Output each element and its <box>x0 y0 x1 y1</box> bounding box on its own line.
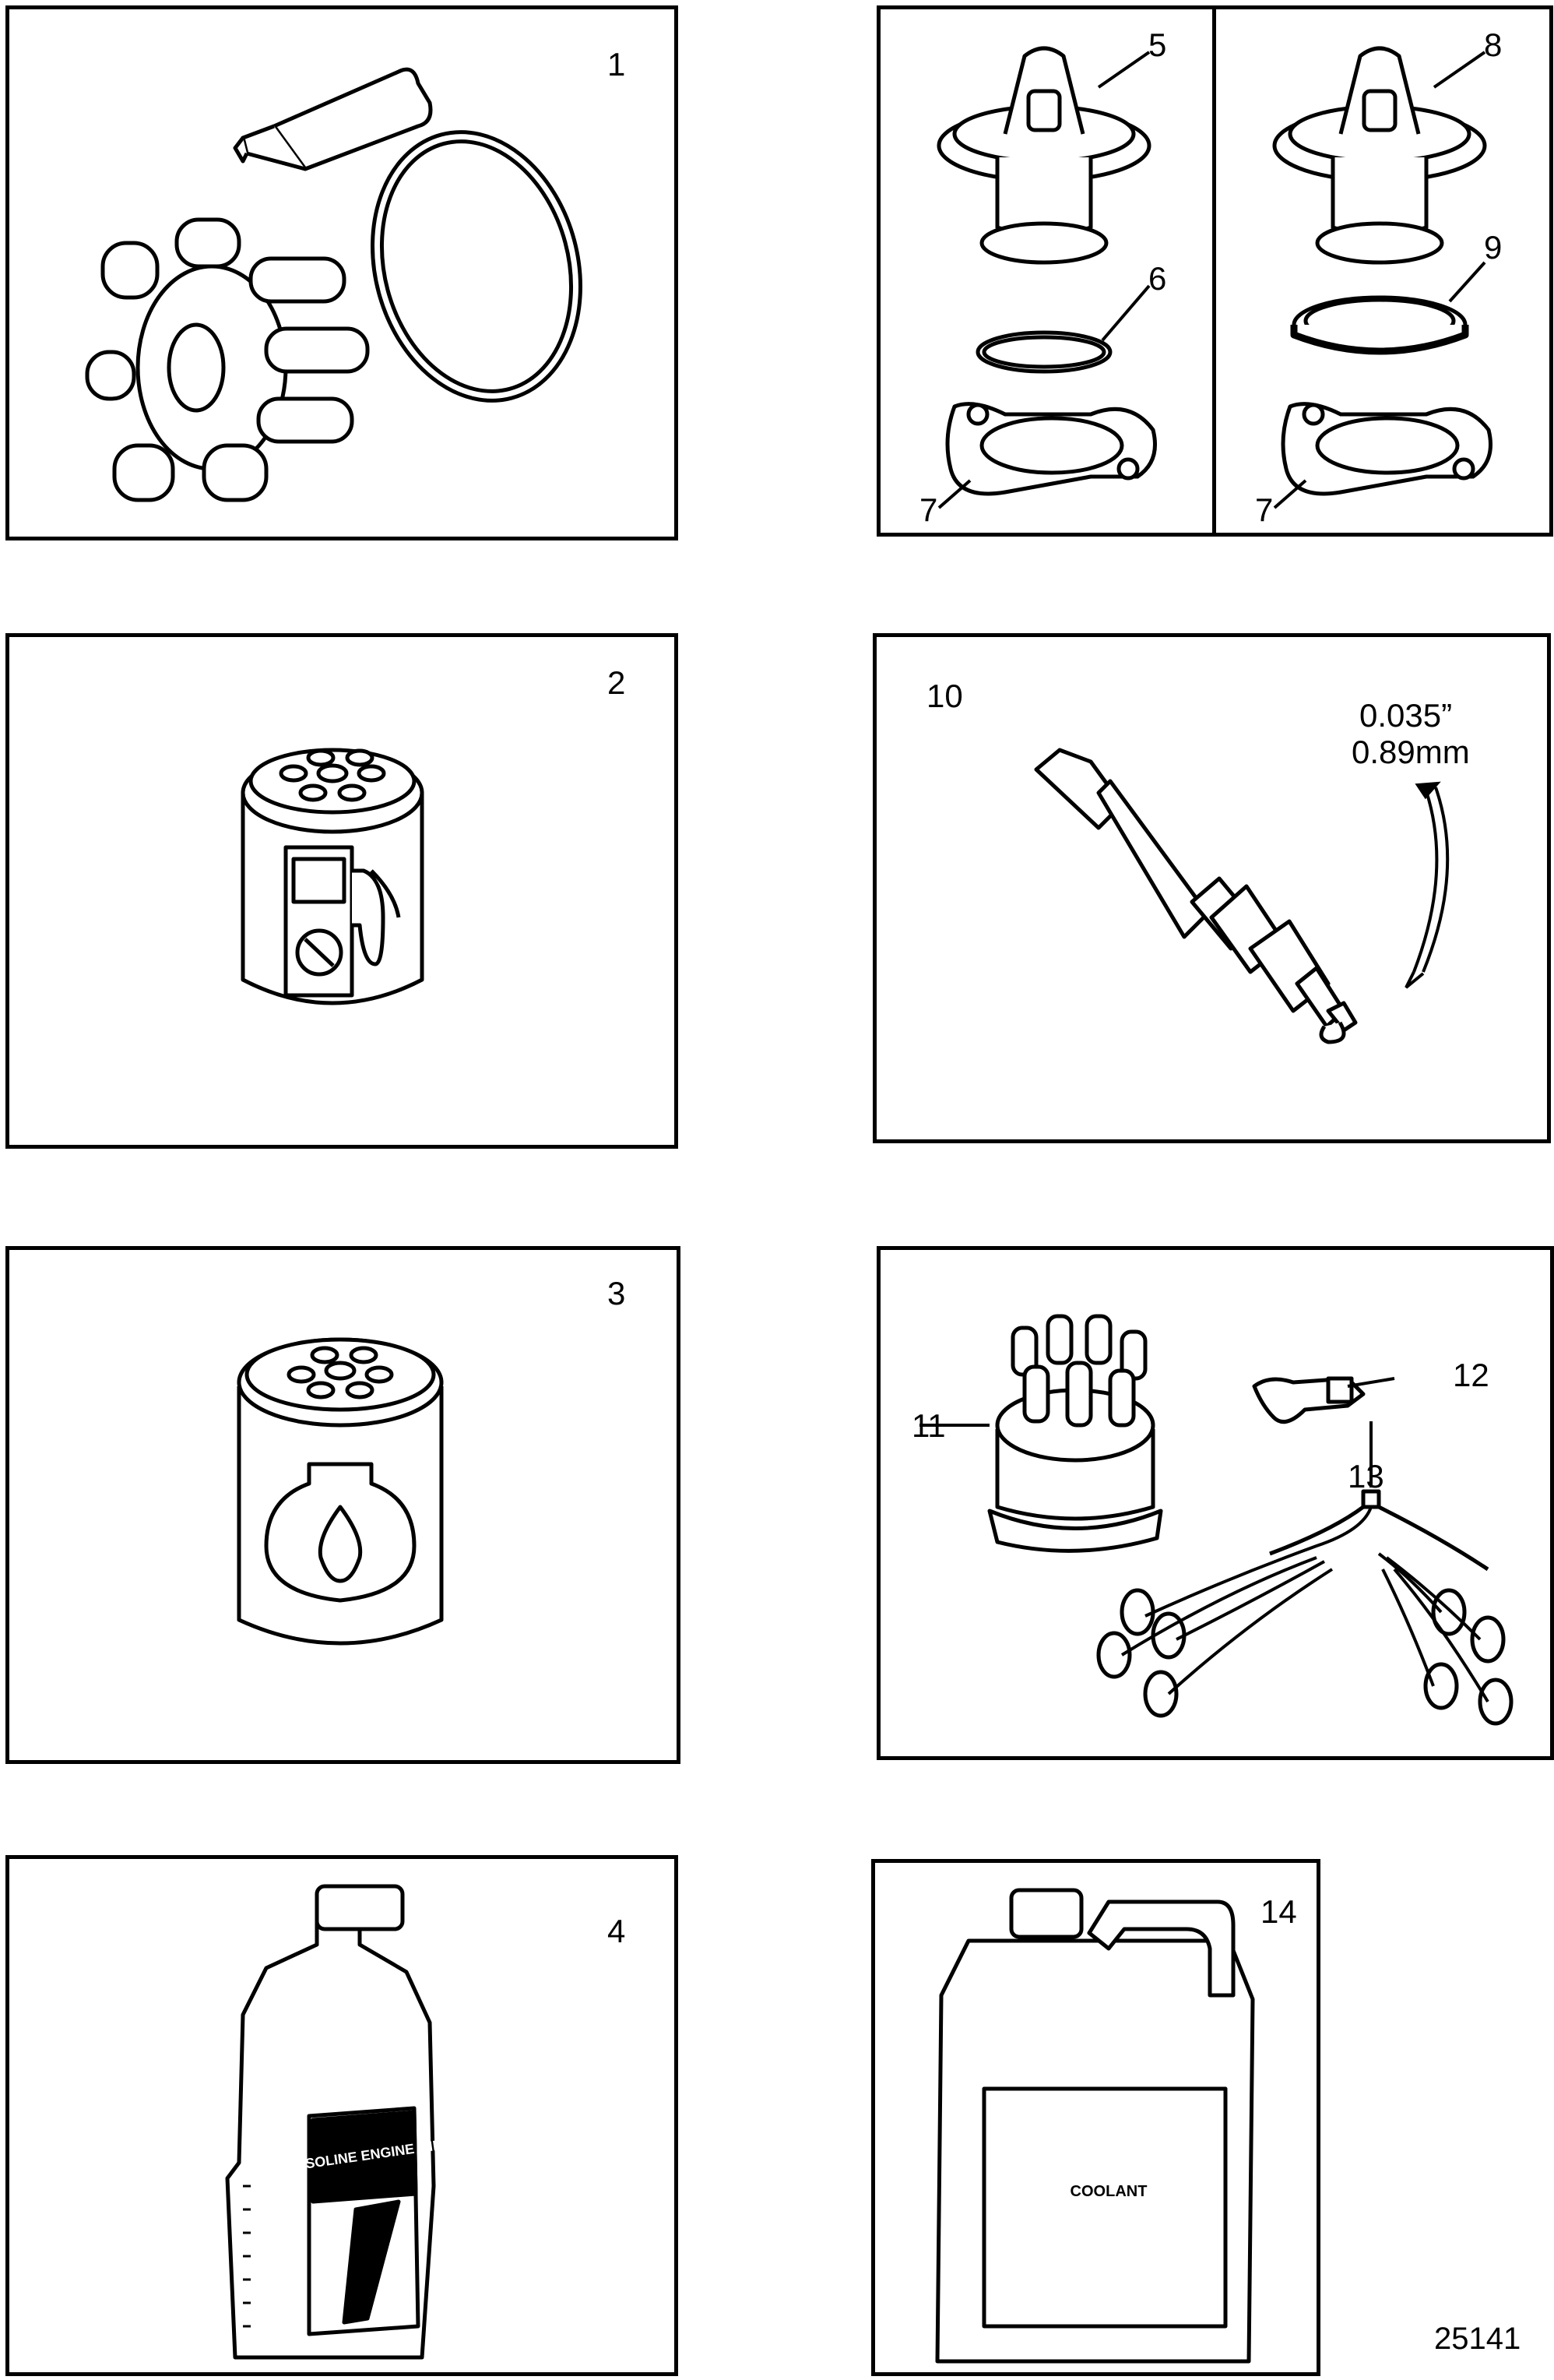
callout-1: 1 <box>607 46 626 83</box>
panel-thermostat-oring: 5 6 7 <box>877 5 1216 537</box>
fuel-filter-illustration <box>241 748 424 1005</box>
callout-13: 13 <box>1348 1458 1384 1495</box>
callout-8: 8 <box>1484 26 1503 63</box>
panel-impeller-kit: 1 <box>5 5 678 540</box>
callout-12: 12 <box>1453 1357 1489 1393</box>
callout-2: 2 <box>607 664 626 701</box>
impeller-kit-illustration <box>85 67 582 502</box>
callout-6: 6 <box>1148 260 1167 297</box>
spark-plug-illustration <box>1034 748 1450 1044</box>
coolant-jug-illustration: COOLANT <box>935 1888 1255 2364</box>
panel-coolant: COOLANT 14 <box>871 1859 1320 2376</box>
callout-5: 5 <box>1148 26 1167 63</box>
callout-14: 14 <box>1260 1893 1297 1930</box>
panel-fuel-filter: 2 <box>5 633 678 1149</box>
callout-7: 7 <box>919 491 938 528</box>
gap-mm-label: 0.89mm <box>1352 734 1470 770</box>
panel-engine-oil: GASOLINE ENGINE OIL 4 <box>5 1855 678 2376</box>
ignition-parts-illustration <box>919 1314 1514 1726</box>
figure-number: 25141 <box>1434 2322 1521 2356</box>
thermostat-seal-illustration <box>1272 46 1492 509</box>
callout-9: 9 <box>1484 229 1503 266</box>
oil-filter-illustration <box>237 1337 444 1646</box>
panel-thermostat-seal: 8 9 7 <box>1212 5 1553 537</box>
callout-3: 3 <box>607 1275 626 1311</box>
gap-inches-label: 0.035” <box>1359 697 1453 734</box>
panel-spark-plug: 10 0.035” 0.89mm <box>873 633 1551 1143</box>
thermostat-oring-illustration <box>937 46 1157 509</box>
panel-oil-filter: 3 <box>5 1246 680 1764</box>
callout-7b: 7 <box>1255 491 1274 528</box>
panel-ignition-parts: 11 12 13 <box>877 1246 1554 1760</box>
engine-oil-bottle-illustration: GASOLINE ENGINE OIL <box>225 1884 442 2360</box>
callout-11: 11 <box>912 1407 946 1444</box>
callout-10: 10 <box>926 678 963 714</box>
callout-4: 4 <box>607 1913 626 1949</box>
coolant-label-text: COOLANT <box>1071 2183 1148 2200</box>
